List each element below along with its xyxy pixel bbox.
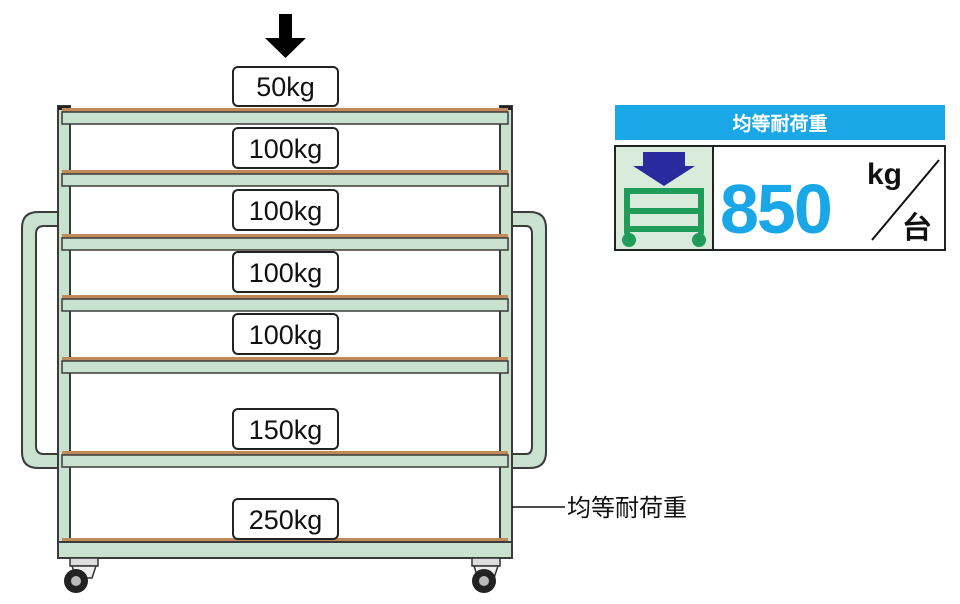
cart-icon	[622, 152, 706, 247]
shelf-top	[61, 108, 509, 125]
capacity-unit-per: 台	[902, 211, 932, 245]
shelf-6	[61, 451, 509, 468]
unit-divider	[871, 159, 940, 241]
top-load-label: 50kg	[232, 66, 339, 107]
shelf-2	[61, 170, 509, 187]
svg-text:100kg: 100kg	[249, 320, 323, 350]
shelf-load-label: 100kg	[232, 313, 339, 355]
capacity-unit-kg: kg	[867, 158, 902, 191]
badge-header	[615, 105, 945, 140]
right-handle	[511, 211, 547, 469]
shelf-4	[61, 295, 509, 312]
capacity-badge: 均等耐荷重 850 kg 台	[614, 105, 946, 251]
svg-text:250kg: 250kg	[249, 505, 323, 535]
shelf-5	[61, 357, 509, 374]
base-frame	[57, 538, 513, 559]
shelf-load-label: 150kg	[232, 408, 339, 450]
badge-title: 均等耐荷重	[732, 112, 827, 135]
caster-icon	[64, 557, 99, 593]
shelf-load-label: 100kg	[232, 189, 339, 231]
svg-text:100kg: 100kg	[249, 134, 323, 164]
caster-icon	[471, 557, 501, 593]
svg-text:100kg: 100kg	[249, 196, 323, 226]
svg-text:100kg: 100kg	[249, 258, 323, 288]
svg-text:50kg: 50kg	[256, 72, 315, 102]
capacity-value: 850	[720, 170, 831, 248]
shelf-3	[61, 234, 509, 251]
svg-text:150kg: 150kg	[249, 415, 323, 445]
shelf-load-label: 250kg	[232, 498, 339, 540]
shelf-load-label: 100kg	[232, 127, 339, 169]
left-handle	[21, 211, 63, 469]
down-arrow-icon	[265, 14, 306, 58]
shelf-load-label: 100kg	[232, 251, 339, 293]
callout-label: 均等耐荷重	[567, 495, 687, 522]
